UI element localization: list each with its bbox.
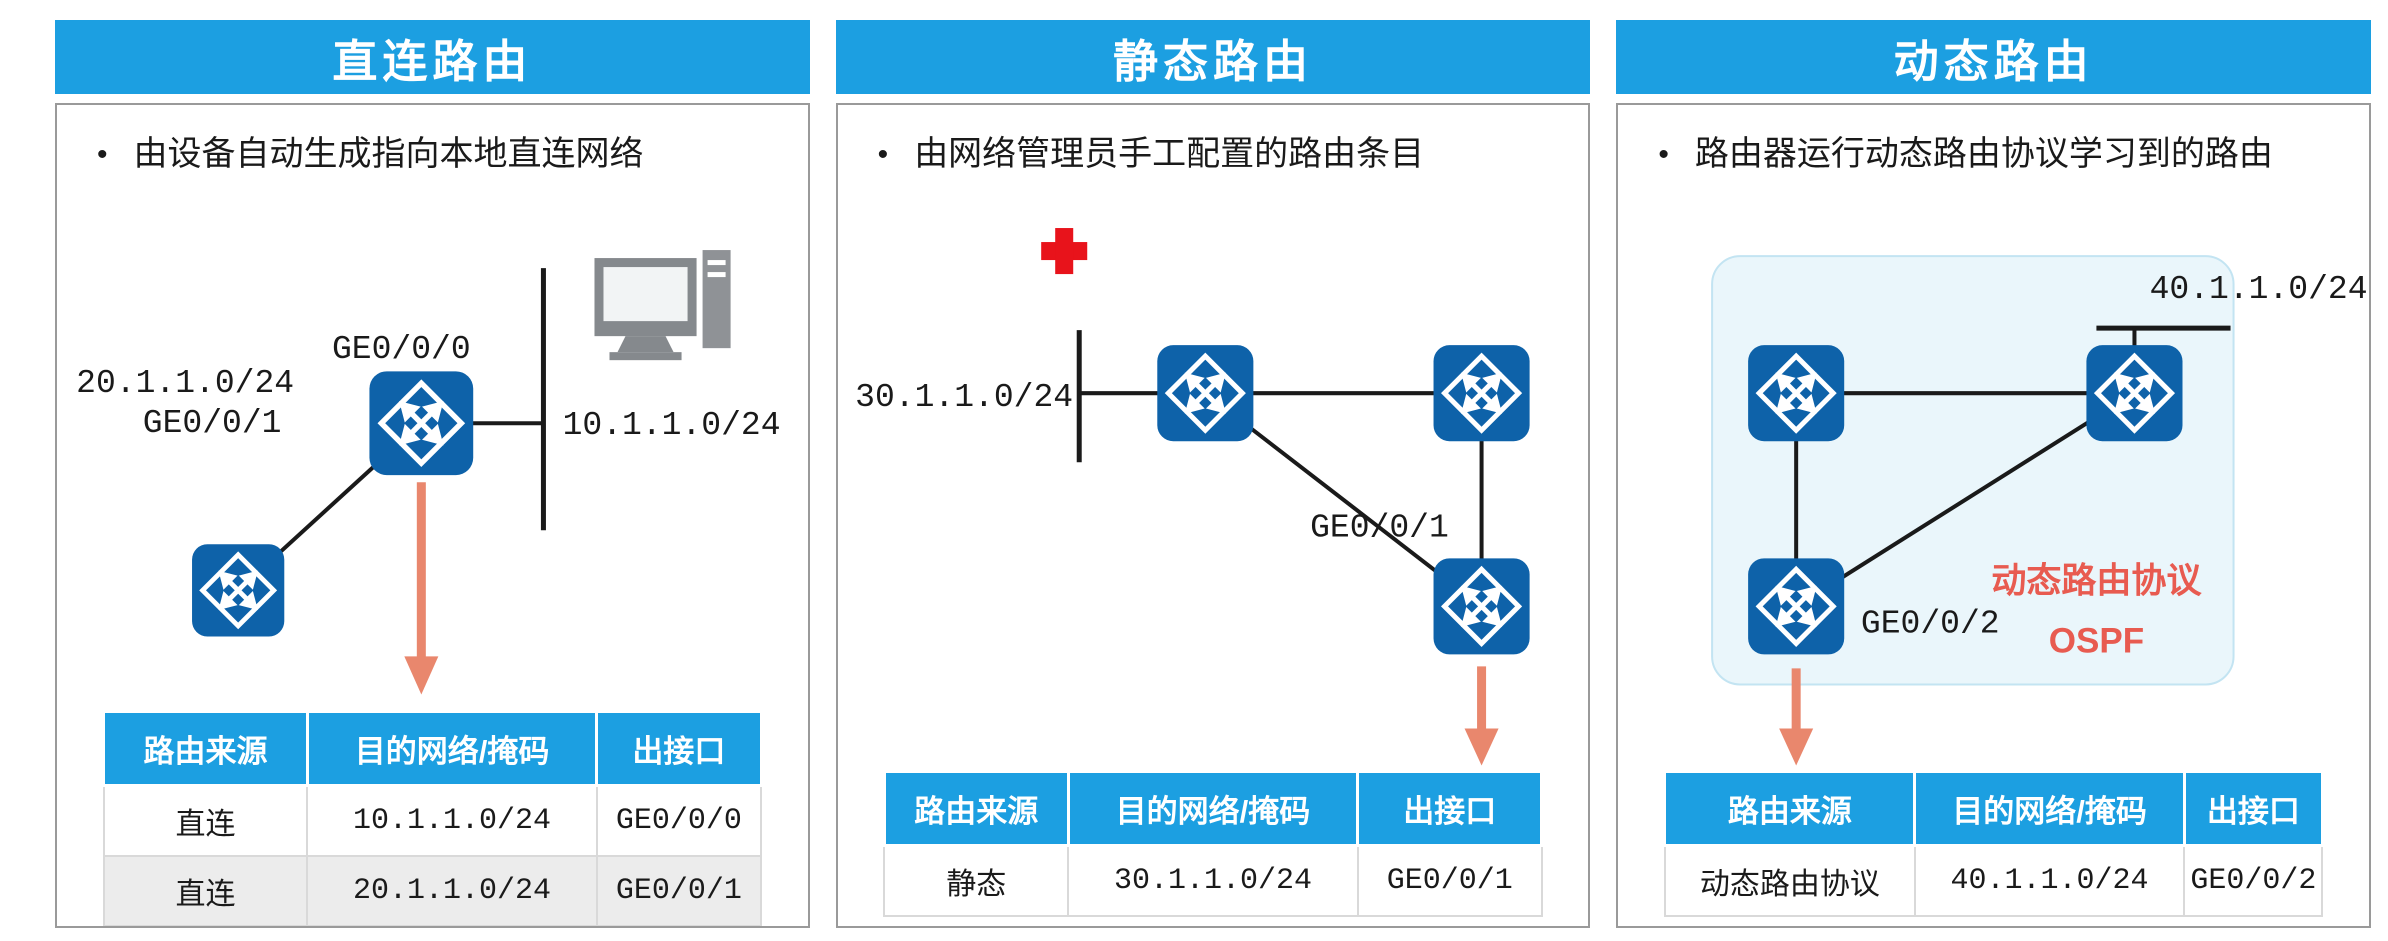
table-row: 直连 20.1.1.0/24 GE0/0/1 <box>102 854 763 926</box>
table-header-row: 路由来源 目的网络/掩码 出接口 <box>1663 770 2324 848</box>
col-dest-network: 目的网络/掩码 <box>1066 770 1360 848</box>
panel-body: • 路由器运行动态路由协议学习到的路由 40.1.1.0/24 GE0/0/2 … <box>1616 103 2372 928</box>
router-icon <box>1748 345 1844 441</box>
cell-route-source: 直连 <box>102 784 309 857</box>
router-icon <box>1157 345 1253 441</box>
panel-title: 动态路由 <box>1616 20 2372 94</box>
cell-route-source: 静态 <box>883 844 1070 918</box>
table-row: 直连 10.1.1.0/24 GE0/0/0 <box>102 784 763 857</box>
panel-dynamic-route: 动态路由 • 路由器运行动态路由协议学习到的路由 40.1.1.0/24 GE0… <box>1616 20 2372 928</box>
protocol-name-label: OSPF <box>2049 621 2144 660</box>
router-icon <box>1433 345 1529 441</box>
col-dest-network: 目的网络/掩码 <box>305 709 599 787</box>
cell-dest-network: 10.1.1.0/24 <box>306 784 598 857</box>
col-route-source: 路由来源 <box>882 770 1070 848</box>
pc-icon <box>594 249 731 360</box>
bullet-dot: • <box>1658 138 1669 171</box>
router-icon <box>2087 345 2183 441</box>
router-icon <box>1433 558 1529 654</box>
network-label: 10.1.1.0/24 <box>563 407 781 444</box>
table-row: 静态 30.1.1.0/24 GE0/0/1 <box>883 844 1543 918</box>
route-table: 路由来源 目的网络/掩码 出接口 动态路由协议 40.1.1.0/24 GE0/… <box>1663 770 2324 918</box>
panel-body: • 由设备自动生成指向本地直连网络 GE0/0/0 <box>55 103 810 928</box>
cell-dest-network: 30.1.1.0/24 <box>1067 844 1359 918</box>
col-out-interface: 出接口 <box>595 709 763 787</box>
network-label: 20.1.1.0/24 <box>76 365 294 402</box>
router-icon <box>1748 558 1844 654</box>
cell-dest-network: 40.1.1.0/24 <box>1913 844 2186 918</box>
route-table: 路由来源 目的网络/掩码 出接口 静态 30.1.1.0/24 GE0/0/1 <box>882 770 1544 918</box>
table-row: 动态路由协议 40.1.1.0/24 GE0/0/2 <box>1663 844 2324 918</box>
col-out-interface: 出接口 <box>1356 770 1544 848</box>
cell-out-interface: GE0/0/1 <box>595 854 763 926</box>
panel-title: 直连路由 <box>55 20 810 94</box>
static-route-diagram: 30.1.1.0/24 GE0/0/1 <box>855 227 1589 766</box>
col-route-source: 路由来源 <box>1663 770 1917 848</box>
interface-label: GE0/0/1 <box>1310 509 1449 546</box>
table-header-row: 路由来源 目的网络/掩码 出接口 <box>102 709 763 787</box>
col-route-source: 路由来源 <box>102 709 309 787</box>
router-icon <box>369 371 473 475</box>
routing-types-slide: 直连路由 • 由设备自动生成指向本地直连网络 <box>55 20 2372 928</box>
add-route-cross-icon <box>1040 227 1087 274</box>
link-line <box>1795 390 2136 608</box>
interface-label: GE0/0/0 <box>332 331 471 368</box>
down-arrow-head <box>1779 727 1814 766</box>
panel-body: • 由网络管理员手工配置的路由条目 30.1.1.0/24 GE0/0/1 <box>835 103 1591 928</box>
protocol-label: 动态路由协议 <box>1992 561 2203 600</box>
network-label: 30.1.1.0/24 <box>855 379 1073 416</box>
panel-direct-route: 直连路由 • 由设备自动生成指向本地直连网络 <box>55 20 810 928</box>
dynamic-route-diagram: 40.1.1.0/24 GE0/0/2 动态路由协议 OSPF <box>1711 254 2368 766</box>
cell-route-source: 动态路由协议 <box>1663 844 1916 918</box>
down-arrow-head <box>404 655 439 694</box>
cell-route-source: 直连 <box>102 854 309 926</box>
table-header-row: 路由来源 目的网络/掩码 出接口 <box>882 770 1544 848</box>
col-dest-network: 目的网络/掩码 <box>1913 770 2186 848</box>
cell-out-interface: GE0/0/2 <box>2183 844 2324 918</box>
network-label: 40.1.1.0/24 <box>2150 271 2368 308</box>
bullet-text: 由网络管理员手工配置的路由条目 <box>914 135 1425 173</box>
col-out-interface: 出接口 <box>2182 770 2324 848</box>
bullet-text: 由设备自动生成指向本地直连网络 <box>133 135 644 173</box>
bullet-dot: • <box>877 138 889 171</box>
interface-label: GE0/0/1 <box>143 405 282 442</box>
bullet-row: • 由网络管理员手工配置的路由条目 <box>838 105 1589 176</box>
bullet-dot: • <box>97 138 108 171</box>
bullet-row: • 由设备自动生成指向本地直连网络 <box>57 105 808 176</box>
cell-out-interface: GE0/0/0 <box>595 784 763 857</box>
interface-label: GE0/0/2 <box>1861 605 2000 642</box>
down-arrow-head <box>1464 727 1499 766</box>
route-table: 路由来源 目的网络/掩码 出接口 直连 10.1.1.0/24 GE0/0/0 … <box>102 709 763 926</box>
router-icon <box>192 544 284 636</box>
panel-static-route: 静态路由 • 由网络管理员手工配置的路由条目 30.1.1.0/24 <box>835 20 1591 928</box>
panel-title: 静态路由 <box>835 20 1591 94</box>
bullet-row: • 路由器运行动态路由协议学习到的路由 <box>1618 105 2369 176</box>
bullet-text: 路由器运行动态路由协议学习到的路由 <box>1694 135 2273 173</box>
direct-route-diagram: GE0/0/0 20.1.1.0/24 GE0/0/1 10.1.1.0/24 <box>76 249 781 694</box>
cell-out-interface: GE0/0/1 <box>1356 844 1543 918</box>
cell-dest-network: 20.1.1.0/24 <box>306 854 598 926</box>
